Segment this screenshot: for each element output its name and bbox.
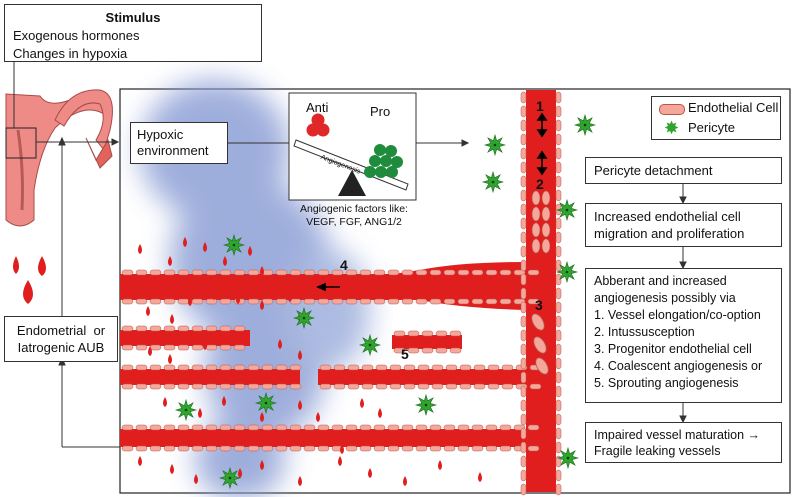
legend-box: Endothelial Cell ✸ Pericyte — [651, 96, 781, 140]
marker-4: 4 — [340, 257, 348, 273]
pro-label: Pro — [370, 104, 391, 119]
zoom-box — [5, 127, 37, 159]
factors-line-2: VEGF, FGF, ANG1/2 — [306, 216, 402, 228]
step-impaired-maturation: Impaired vessel maturation → Fragile lea… — [585, 422, 782, 463]
balance-illustration — [288, 92, 417, 201]
elongation-arrows — [315, 112, 548, 292]
blood-drops-left — [13, 256, 46, 304]
s2-line-1: Increased endothelial cell — [594, 209, 741, 224]
s3-line-6: 4. Coalescent angiogenesis or — [594, 359, 763, 373]
s3-line-2: angiogenesis possibly via — [594, 291, 736, 305]
stimulus-title: Stimulus — [105, 10, 161, 25]
marker-1: 1 — [536, 98, 544, 114]
hypoxic-environment-box: Hypoxic environment — [130, 122, 228, 164]
pro-factor-balls — [364, 144, 403, 178]
fulcrum — [338, 170, 366, 196]
hypoxic-line-2: environment — [137, 143, 209, 158]
pericyte-star-icon: ✸ — [664, 118, 680, 138]
pericyte-cells — [174, 113, 597, 490]
uterus-illustration — [5, 89, 113, 227]
step-endothelial-migration: Increased endothelial cell migration and… — [585, 203, 782, 247]
stimulus-line-hypoxia: Changes in hypoxia — [13, 46, 128, 61]
fimbriae — [85, 137, 113, 169]
endometrial-line-1: Endometrial or — [16, 323, 106, 338]
anti-label: Anti — [306, 100, 329, 115]
s2-line-2: migration and proliferation — [594, 226, 745, 241]
step-aberrant-angiogenesis: Abberant and increased angiogenesis poss… — [585, 268, 782, 403]
s3-line-5: 3. Progenitor endothelial cell — [594, 342, 752, 356]
legend-endothelial: Endothelial Cell — [688, 100, 779, 115]
endothelial-cell-swatch — [659, 104, 685, 115]
endometrial-line-2: Iatrogenic AUB — [17, 340, 105, 355]
s3-line-4: 2. Intussusception — [594, 325, 695, 339]
s3-line-1: Abberant and increased — [594, 274, 727, 288]
legend-pericyte: Pericyte — [688, 120, 735, 135]
marker-5: 5 — [401, 346, 409, 362]
step-pericyte-detachment: Pericyte detachment — [585, 157, 782, 184]
marker-2: 2 — [536, 176, 544, 192]
endometrial-aub-box: Endometrial or Iatrogenic AUB — [4, 316, 118, 362]
s4-line-1: Impaired vessel maturation → — [594, 428, 761, 442]
s3-line-7: 5. Sprouting angiogenesis — [594, 376, 739, 390]
marker-3: 3 — [535, 297, 543, 313]
angiogenic-factors-note: Angiogenic factors like: VEGF, FGF, ANG1… — [292, 203, 416, 229]
stimulus-line-hormones: Exogenous hormones — [13, 28, 140, 43]
factors-line-1: Angiogenic factors like: — [300, 203, 408, 215]
s3-line-3: 1. Vessel elongation/co-option — [594, 308, 761, 322]
hypoxic-line-1: Hypoxic — [137, 127, 184, 142]
s4-line-2: Fragile leaking vessels — [594, 444, 721, 458]
stimulus-box: Stimulus Exogenous hormones Changes in h… — [4, 4, 262, 62]
anti-factor-balls — [306, 113, 330, 137]
